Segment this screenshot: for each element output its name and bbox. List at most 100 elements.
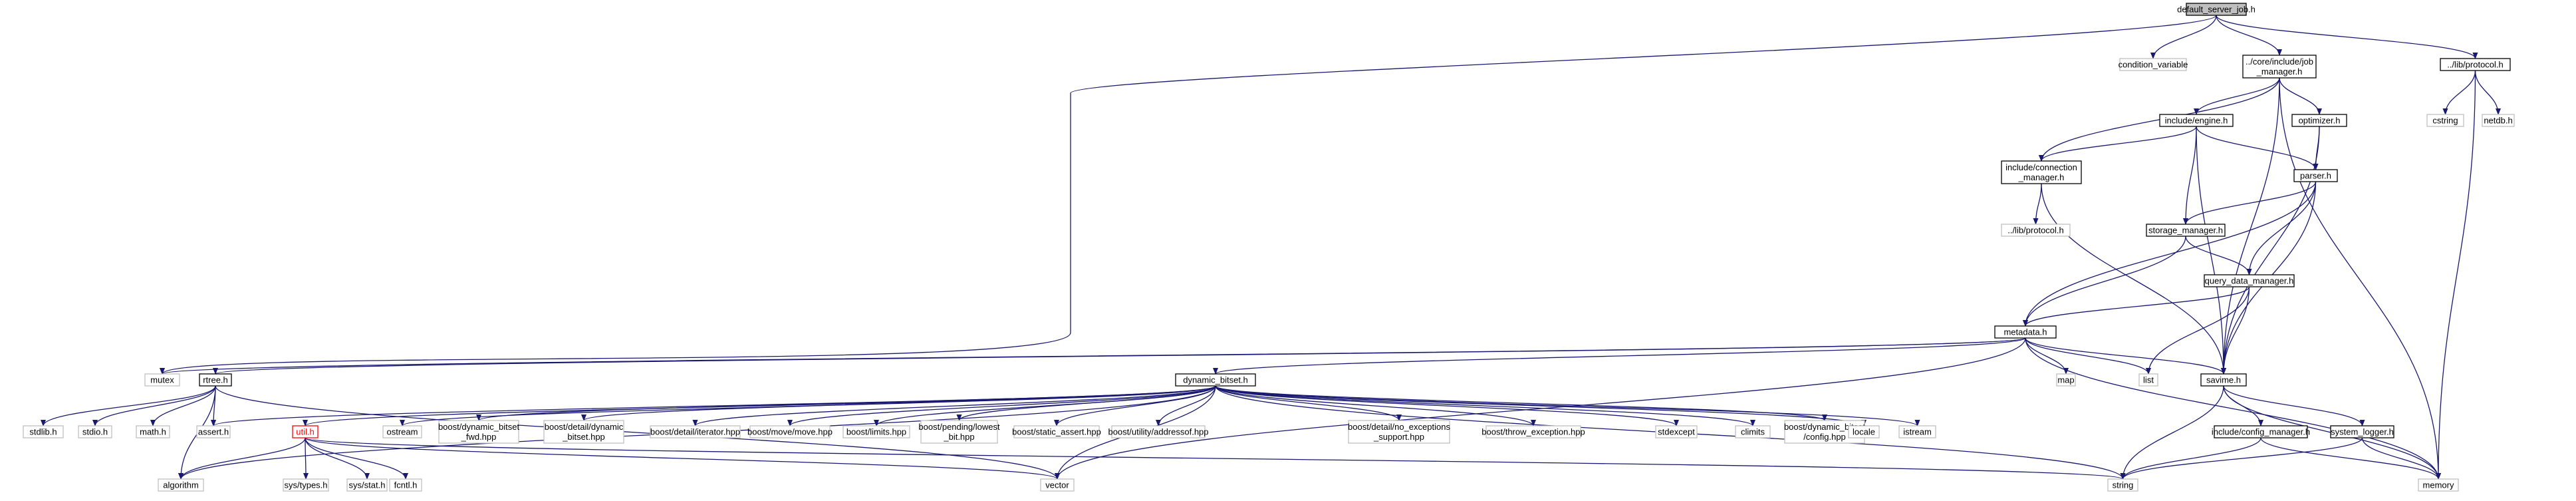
node-box	[2200, 373, 2247, 387]
node-label: boost/static_assert.hpp	[1012, 427, 1101, 437]
node-jobmgr[interactable]: ../core/include/job_manager.h	[2242, 55, 2317, 79]
node-label: stdexcept	[1658, 427, 1695, 437]
node-box	[2293, 169, 2338, 182]
node-locale: locale	[1848, 425, 1880, 438]
node-box	[920, 420, 998, 444]
edge-libproto-to-cstring	[2442, 70, 2476, 115]
node-label: ../core/include/job	[2246, 57, 2313, 67]
node-box	[1175, 373, 1256, 387]
node-box	[1848, 425, 1880, 438]
node-label: parser.h	[2300, 171, 2331, 181]
edge-dynbitset-to-istream	[1215, 385, 1920, 426]
node-libproto[interactable]: ../lib/protocol.h	[2440, 58, 2511, 71]
edge-jobmgr-to-engine	[2194, 77, 2280, 115]
edge-dynbitset-to-blowest	[956, 385, 1216, 421]
node-engine[interactable]: include/engine.h	[2159, 114, 2234, 127]
node-box	[199, 373, 232, 387]
node-box	[1735, 425, 1771, 438]
node-box	[1485, 425, 1581, 438]
node-label: boost/utility/addressof.hpp	[1108, 427, 1208, 437]
dependency-edges	[41, 15, 2501, 480]
node-box	[2482, 114, 2515, 127]
node-label: condition_variable	[2119, 60, 2188, 70]
node-box	[2159, 114, 2234, 127]
node-label: ../lib/protocol.h	[2007, 226, 2064, 236]
node-box	[1898, 425, 1936, 438]
node-dynbitset[interactable]: dynamic_bitset.h	[1175, 373, 1256, 387]
node-optimizer[interactable]: optimizer.h	[2291, 114, 2347, 127]
node-label: boost/pending/lowest	[918, 422, 1000, 432]
node-qdm[interactable]: query_data_manager.h	[2204, 274, 2295, 287]
edge-savime-to-string	[2120, 385, 2224, 480]
node-box	[2330, 425, 2394, 438]
edge-dynbitset-to-bdbfwd	[476, 385, 1216, 421]
edge-util-to-algorithm	[178, 437, 306, 480]
node-label: _support.hpp	[1373, 432, 1424, 442]
node-box	[2242, 55, 2317, 79]
edge-jobmgr-to-optimizer	[2279, 77, 2322, 115]
node-rtree[interactable]: rtree.h	[199, 373, 232, 387]
node-bthrow: boost/throw_exception.hpp	[1481, 425, 1585, 438]
node-util[interactable]: util.h	[292, 425, 319, 438]
edge-dynbitset-to-climits	[1215, 385, 1755, 426]
edge-root-to-mutex	[160, 15, 2217, 375]
node-bdbfwd: boost/dynamic_bitset_fwd.hpp	[438, 420, 519, 444]
node-connmgr[interactable]: include/connection_manager.h	[2001, 160, 2082, 184]
node-confmgr[interactable]: include/config_manager.h	[2212, 425, 2310, 438]
node-label: climits	[1741, 427, 1765, 437]
node-box	[346, 478, 388, 492]
node-box	[1994, 325, 2057, 339]
node-box	[1013, 425, 1100, 438]
edge-confmgr-to-memory	[2260, 437, 2441, 480]
edge-metadata-to-rtree	[213, 337, 2026, 375]
edge-root-to-jobmgr	[2216, 15, 2282, 56]
node-mutex: mutex	[144, 373, 180, 387]
node-vector: vector	[1040, 478, 1075, 492]
node-label: ostream	[387, 427, 418, 437]
edge-rtree-to-stdio	[92, 385, 216, 426]
node-label: list	[2143, 375, 2154, 385]
node-label: dynamic_bitset.h	[1183, 375, 1248, 385]
node-cstring: cstring	[2426, 114, 2464, 127]
node-box	[1111, 425, 1206, 438]
edge-jobmgr-to-savime	[2221, 77, 2280, 375]
node-label: boost/limits.hpp	[846, 427, 906, 437]
node-label: sys/types.h	[284, 480, 327, 490]
node-box	[1655, 425, 1698, 438]
node-blimits: boost/limits.hpp	[842, 425, 910, 438]
node-istream: istream	[1898, 425, 1936, 438]
node-label: math.h	[140, 427, 166, 437]
node-label: system_logger.h	[2331, 427, 2394, 437]
node-storage[interactable]: storage_manager.h	[2146, 224, 2226, 237]
node-condvar: condition_variable	[2119, 58, 2188, 71]
node-label: assert.h	[198, 427, 229, 437]
node-label: _fwd.hpp	[461, 432, 497, 442]
node-savime[interactable]: savime.h	[2200, 373, 2247, 387]
edge-metadata-to-map	[2025, 337, 2069, 375]
node-box	[2001, 160, 2082, 184]
node-metadata[interactable]: metadata.h	[1994, 325, 2057, 339]
edge-metadata-to-memory	[2025, 337, 2441, 480]
edge-qdm-to-savime	[2221, 286, 2250, 375]
node-box	[1040, 478, 1075, 492]
edge-root-to-condvar	[2150, 15, 2217, 59]
node-box	[2119, 58, 2187, 71]
node-label: boost/detail/dynamic	[545, 422, 624, 432]
node-netdb: netdb.h	[2482, 114, 2515, 127]
edge-util-to-string	[305, 437, 2125, 480]
node-bditer: boost/detail/iterator.hpp	[650, 425, 741, 438]
node-stdexcept: stdexcept	[1655, 425, 1698, 438]
edge-metadata-to-list	[2025, 337, 2151, 375]
edge-dynbitset-to-stdexcept	[1215, 385, 1679, 426]
edge-syslog-to-memory	[2361, 437, 2441, 480]
edge-dynbitset-to-bdbconf	[1215, 385, 1827, 421]
node-root[interactable]: default_server_job.h	[2177, 3, 2255, 16]
node-label: sys/stat.h	[349, 480, 386, 490]
node-blowest: boost/pending/lowest_bit.hpp	[918, 420, 1000, 444]
node-box	[1348, 420, 1450, 444]
node-systypes: sys/types.h	[283, 478, 329, 492]
node-syslog[interactable]: system_logger.h	[2330, 425, 2394, 438]
edge-parser-to-storage	[2183, 181, 2317, 225]
node-parser[interactable]: parser.h	[2293, 169, 2338, 182]
